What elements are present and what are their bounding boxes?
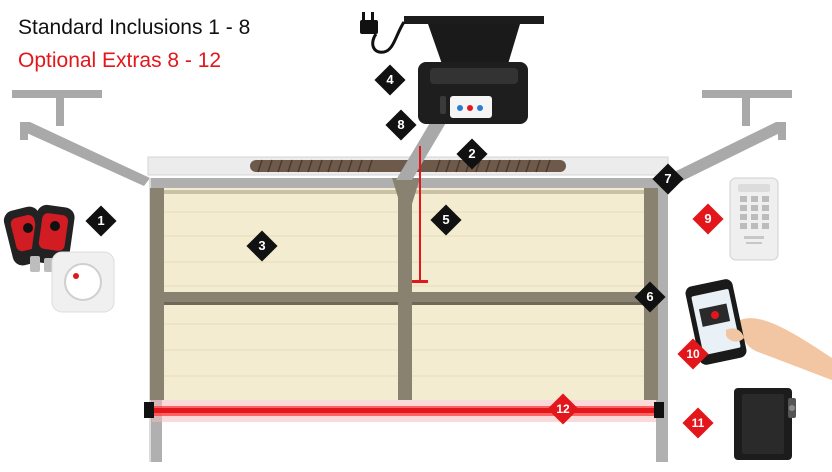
safety-beam-icon [144, 400, 664, 422]
marker-6: 6 [634, 281, 666, 313]
standard-inclusions-label: Standard Inclusions 1 - 8 [18, 16, 251, 39]
marker-4: 4 [374, 64, 406, 96]
marker-8: 8 [385, 109, 417, 141]
marker-10: 10 [677, 338, 709, 370]
wall-button-icon [51, 251, 115, 313]
marker-12: 12 [547, 393, 579, 425]
right-wall-bracket [666, 90, 792, 186]
smartphone-icon [685, 279, 832, 380]
marker-9: 9 [692, 203, 724, 235]
marker-5: 5 [430, 204, 462, 236]
left-wall-bracket [12, 90, 150, 186]
marker-7: 7 [652, 163, 684, 195]
power-cord-icon [360, 12, 406, 54]
optional-extras-label: Optional Extras 8 - 12 [18, 49, 222, 72]
release-cord [412, 146, 428, 283]
door-strut-horizontal [150, 292, 656, 304]
motor-unit-icon [418, 62, 528, 124]
marker-3: 3 [246, 230, 278, 262]
marker-11: 11 [682, 407, 714, 439]
battery-backup-icon [734, 388, 796, 460]
marker-1: 1 [85, 205, 117, 237]
keypad-icon [729, 177, 779, 261]
remote-control-icon [3, 204, 75, 272]
marker-2: 2 [456, 138, 488, 170]
motor-mount [396, 16, 544, 180]
